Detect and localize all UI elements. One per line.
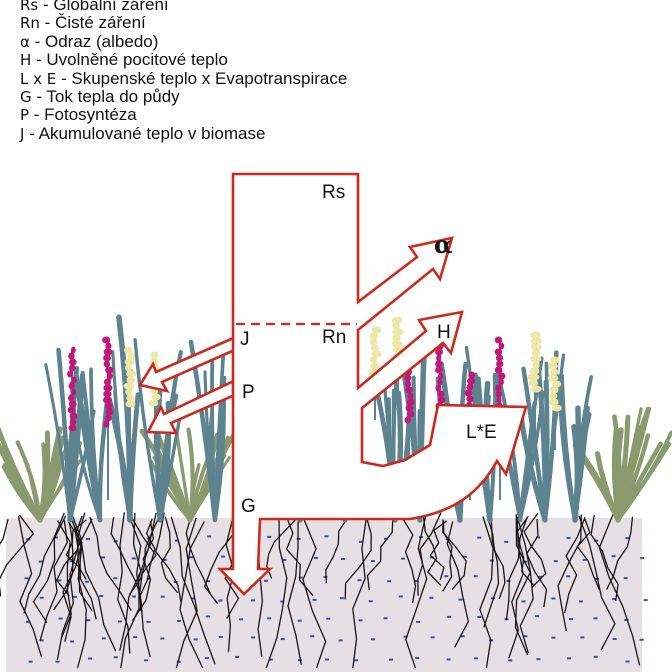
legend-item-le: L x E - Skupenské teplo x Evapotranspira… bbox=[20, 68, 348, 88]
label-j: J bbox=[240, 329, 250, 350]
legend-item-rs: Rs - Globální záření bbox=[20, 0, 169, 14]
label-p: P bbox=[242, 382, 255, 403]
label-rn: Rn bbox=[322, 327, 346, 348]
soil-layer bbox=[6, 518, 642, 672]
label-le: L*E bbox=[466, 422, 497, 443]
label-h: H bbox=[437, 322, 451, 343]
legend-item-j: J - Akumulované teplo v biomase bbox=[20, 123, 266, 143]
legend-item-g: G - Tok tepla do půdy bbox=[20, 87, 180, 107]
legend: Rs - Globální záření Rn - Čisté záření α… bbox=[20, 0, 347, 143]
legend-item-h: H - Uvolněné pocitové teplo bbox=[20, 50, 228, 70]
label-rs: Rs bbox=[322, 182, 345, 203]
label-alpha: α bbox=[434, 230, 452, 259]
arrow-main-trunk bbox=[216, 172, 528, 596]
label-g: G bbox=[241, 496, 256, 517]
legend-item-rn: Rn - Čisté záření bbox=[20, 13, 146, 33]
legend-item-alpha: α - Odraz (albedo) bbox=[20, 31, 159, 51]
energy-flow-arrows bbox=[137, 172, 528, 596]
legend-item-p: P - Fotosyntéza bbox=[20, 105, 137, 125]
